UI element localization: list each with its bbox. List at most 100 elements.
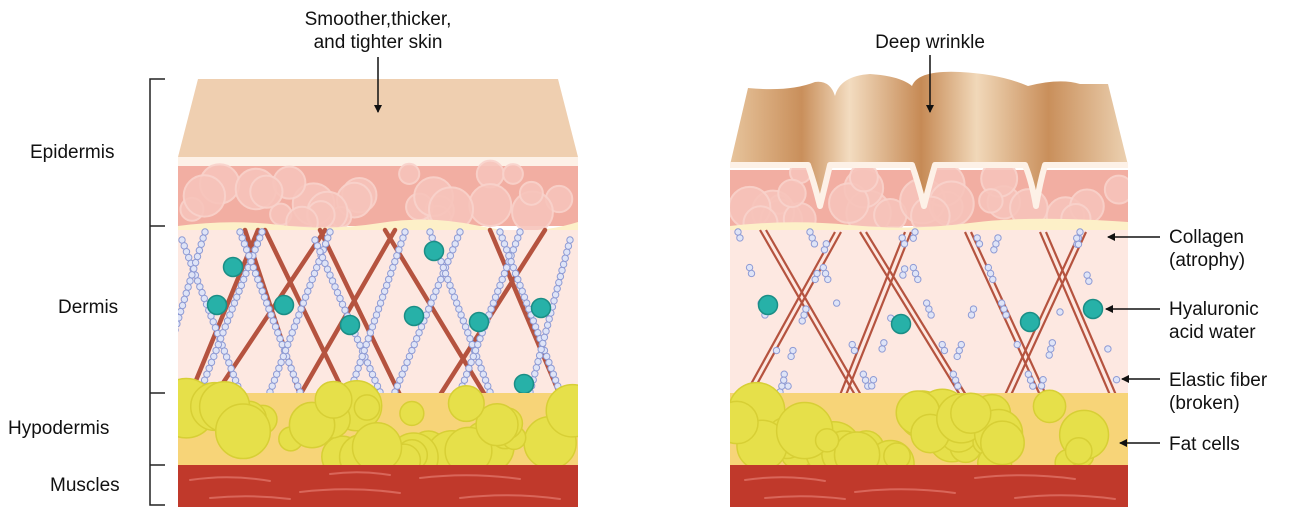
elastic-bead [554, 285, 560, 291]
elastic-bead [177, 308, 183, 314]
layer-label-hypodermis: Hypodermis [8, 417, 109, 440]
elastic-bead [551, 298, 557, 304]
elastic-bead [910, 235, 916, 241]
elastic-bead [781, 371, 787, 377]
elastic-bead [1038, 383, 1044, 389]
callout-elastic: Elastic fiber (broken) [1169, 369, 1267, 415]
elastic-bead [198, 241, 204, 247]
aged-skin-block [716, 72, 1133, 507]
hyaluronic-molecule [1021, 313, 1040, 332]
elastic-bead [172, 327, 178, 333]
healthy-muscle [178, 465, 578, 507]
hyaluronic-molecule [208, 296, 227, 315]
elastic-bead [540, 340, 546, 346]
elastic-bead [990, 276, 996, 282]
elastic-bead [900, 272, 906, 278]
elastic-bead [1057, 309, 1063, 315]
elastic-bead [737, 235, 743, 241]
elastic-bead [541, 334, 547, 340]
elastic-bead [1040, 376, 1046, 382]
healthy-caption-line1: Smoother,thicker, [288, 8, 468, 31]
callout-elastic-line2: (broken) [1169, 392, 1267, 415]
fat-cell [353, 423, 402, 472]
elastic-bead [788, 353, 794, 359]
callout-elastic-line1: Elastic fiber [1169, 369, 1267, 392]
hyaluronic-molecule [405, 307, 424, 326]
fat-cell [400, 402, 424, 426]
fat-cell [1033, 390, 1065, 422]
elastic-bead [546, 316, 552, 322]
elastic-bead [790, 347, 796, 353]
fat-cell [1066, 438, 1092, 464]
elastic-bead [811, 241, 817, 247]
elastic-bead [543, 328, 549, 334]
elastic-bead [533, 364, 539, 370]
elastic-bead [901, 266, 907, 272]
elastic-bead [176, 315, 182, 321]
elastic-bead [812, 276, 818, 282]
elastic-bead [1086, 278, 1092, 284]
elastic-bead [535, 358, 541, 364]
elastic-bead [457, 229, 463, 235]
elastic-bead [1049, 340, 1055, 346]
elastic-bead [185, 284, 191, 290]
elastic-bead [1075, 241, 1081, 247]
elastic-bead [1048, 346, 1054, 352]
elastic-bead [823, 241, 829, 247]
hyaluronic-molecule [892, 315, 911, 334]
epidermal-cell [979, 189, 1003, 213]
elastic-bead [532, 371, 538, 377]
elastic-bead [955, 383, 961, 389]
fat-cell [354, 395, 379, 420]
elastic-bead [976, 241, 982, 247]
callout-hyaluronic-line2: acid water [1169, 321, 1259, 344]
fat-cell [981, 421, 1024, 464]
elastic-bead [1030, 383, 1036, 389]
elastic-bead [564, 249, 570, 255]
elastic-bead [200, 235, 206, 241]
elastic-bead [870, 376, 876, 382]
elastic-bead [879, 346, 885, 352]
elastic-bead [941, 347, 947, 353]
elastic-bead [821, 247, 827, 253]
elastic-bead [567, 237, 573, 243]
elastic-bead [970, 306, 976, 312]
elastic-bead [259, 229, 265, 235]
fat-cell [816, 429, 839, 452]
elastic-bead [801, 312, 807, 318]
elastic-bead [1046, 352, 1052, 358]
elastic-bead [1014, 341, 1020, 347]
elastic-bead [544, 322, 550, 328]
epidermal-cell [503, 164, 523, 184]
elastic-bead [196, 247, 202, 253]
elastic-bead [556, 279, 562, 285]
layer-label-dermis: Dermis [58, 296, 118, 319]
elastic-bead [928, 312, 934, 318]
elastic-bead [901, 241, 907, 247]
epidermal-cell [250, 176, 282, 208]
elastic-bead [869, 383, 875, 389]
elastic-bead [560, 261, 566, 267]
elastic-bead [565, 243, 571, 249]
elastic-bead [958, 341, 964, 347]
fat-cell [951, 393, 991, 433]
hyaluronic-molecule [224, 258, 243, 277]
epidermal-cell [778, 180, 805, 207]
hyaluronic-molecule [425, 242, 444, 261]
elastic-bead [748, 270, 754, 276]
elastic-bead [192, 259, 198, 265]
epidermal-cell [184, 175, 225, 216]
elastic-bead [785, 383, 791, 389]
elastic-bead [1003, 312, 1009, 318]
elastic-bead [1074, 235, 1080, 241]
hyaluronic-molecule [532, 299, 551, 318]
elastic-bead [814, 270, 820, 276]
elastic-bead [1077, 229, 1083, 235]
elastic-bead [1113, 376, 1119, 382]
elastic-bead [181, 296, 187, 302]
callout-hyaluronic: Hyaluronic acid water [1169, 298, 1259, 344]
elastic-bead [799, 318, 805, 324]
elastic-bead [517, 229, 523, 235]
